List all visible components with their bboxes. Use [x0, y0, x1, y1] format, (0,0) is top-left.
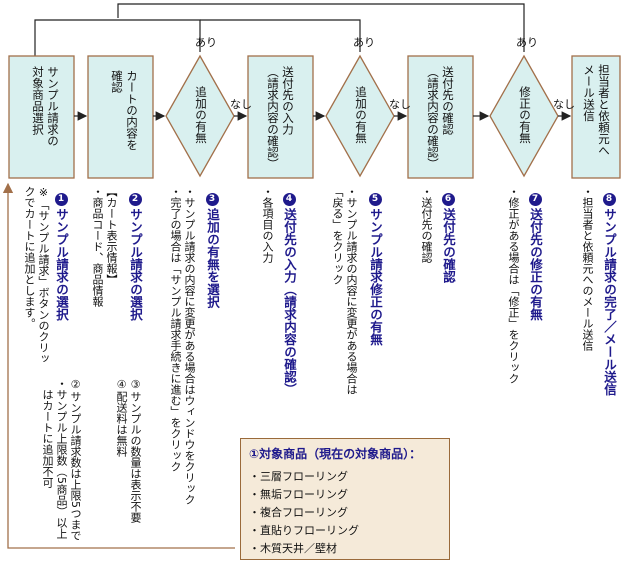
node-staff-label: 担当者と依頼元へ メール送信 — [582, 64, 611, 156]
branch-yes-3: あり — [516, 36, 538, 49]
step-7-title: 送付先の修正の有無 — [528, 208, 543, 321]
node-select-box — [8, 55, 75, 179]
node-mod-label: 追加の有無 — [354, 86, 368, 144]
node-fix-label: 修正の有無 — [518, 86, 532, 144]
step-3-num: 3 — [205, 193, 219, 206]
step-1-desc: ※「サンプル請求」ボタンのクリッ クでカートに追加とします。 — [23, 186, 50, 364]
step-7: 7 送付先の修正の有無 — [528, 186, 555, 321]
step-4-desc: ・各項目の入力 — [261, 186, 274, 263]
node-add-label: 追加の有無 — [194, 86, 208, 144]
return-line — [2, 182, 235, 549]
step-4-num: 4 — [282, 193, 296, 206]
node-cart-label: カートの内容を 確認 — [110, 70, 139, 151]
step-7-desc: ・修正がある場合は「修正」をクリック — [507, 186, 520, 384]
step-2: 2 サンプル請求の選択 — [128, 186, 155, 321]
product-item: ・無垢フローリング — [249, 488, 348, 501]
node-select-label: サンプル請求の 対象商品選択 — [31, 66, 60, 147]
step-7-num: 7 — [528, 193, 542, 206]
branch-no-1: なし — [230, 98, 252, 111]
branch-no-3: なし — [553, 98, 575, 111]
step-2-desc: 【カート表示情報】 ・商品コード、商品情報 — [91, 186, 118, 307]
step-3-title: 追加の有無を選択 — [205, 208, 220, 308]
step-3: 3 追加の有無を選択 — [205, 186, 232, 308]
step-6-num: 6 — [441, 193, 455, 206]
step-5-desc: ・サンプル請求の内容に変更がある場合は 「戻る」をクリック — [331, 186, 358, 395]
step-1: 1 サンプル請求の選択 — [54, 186, 81, 321]
node-confirm-box — [407, 55, 474, 179]
step-8-num: 8 — [602, 193, 616, 206]
target-products-box: ①対象商品（現在の対象商品）： ・三層フローリング ・無垢フローリング ・複合フ… — [240, 438, 450, 560]
node-staff-box — [571, 55, 621, 179]
step-4-title: 送付先の入力（請求内容の確認） — [282, 208, 297, 396]
node-mod-diamond — [325, 54, 395, 178]
product-item: ・木質天井／壁材 — [249, 542, 337, 555]
branch-no-2: なし — [389, 98, 411, 111]
target-products-title: ①対象商品（現在の対象商品）： — [249, 447, 422, 461]
product-item: ・直貼りフローリング — [249, 524, 359, 537]
step-2-num: 2 — [128, 193, 142, 206]
step-6-desc: ・送付先の確認 — [420, 186, 433, 263]
note-3: ③サンプルの数量は表示不要 ④配送料は無料 — [115, 378, 142, 523]
node-cart-box — [87, 55, 154, 179]
branch-yes-2: あり — [353, 36, 375, 49]
step-8-desc: ・担当者と依頼元へのメール送信 — [581, 186, 594, 351]
branch-yes-1: あり — [195, 36, 217, 49]
step-5: 5 サンプル請求修正の有無 — [368, 186, 395, 346]
step-1-num: 1 — [54, 193, 68, 206]
product-item: ・複合フローリング — [249, 506, 348, 519]
step-1-title: サンプル請求の選択 — [54, 208, 69, 321]
node-fix-diamond — [489, 54, 559, 178]
step-8: 8 サンプル請求の完了／メール送信 — [602, 186, 628, 396]
node-input-box — [247, 55, 314, 179]
node-confirm-label: 送付先の確認 （請求内容の確認） — [426, 66, 455, 170]
step-2-title: サンプル請求の選択 — [128, 208, 143, 321]
note-2: ②サンプル請求数は上限5つまで ・サンプル上限数（5商品）以上 はカートに追加不… — [41, 378, 82, 541]
step-8-title: サンプル請求の完了／メール送信 — [602, 208, 617, 396]
node-add-diamond — [165, 54, 235, 178]
step-5-num: 5 — [368, 193, 382, 206]
step-6: 6 送付先の確認 — [441, 186, 468, 283]
step-5-title: サンプル請求修正の有無 — [368, 208, 383, 346]
step-4: 4 送付先の入力（請求内容の確認） — [282, 186, 309, 396]
step-6-title: 送付先の確認 — [441, 208, 456, 283]
node-input-label: 送付先の入力 （請求内容の確認） — [266, 66, 295, 170]
product-item: ・三層フローリング — [249, 470, 348, 483]
loop-lines — [30, 3, 525, 65]
step-3-desc: ・サンプル請求の内容に変更がある場合はウィンドウをクリック ・完了の場合は「サン… — [169, 186, 196, 505]
